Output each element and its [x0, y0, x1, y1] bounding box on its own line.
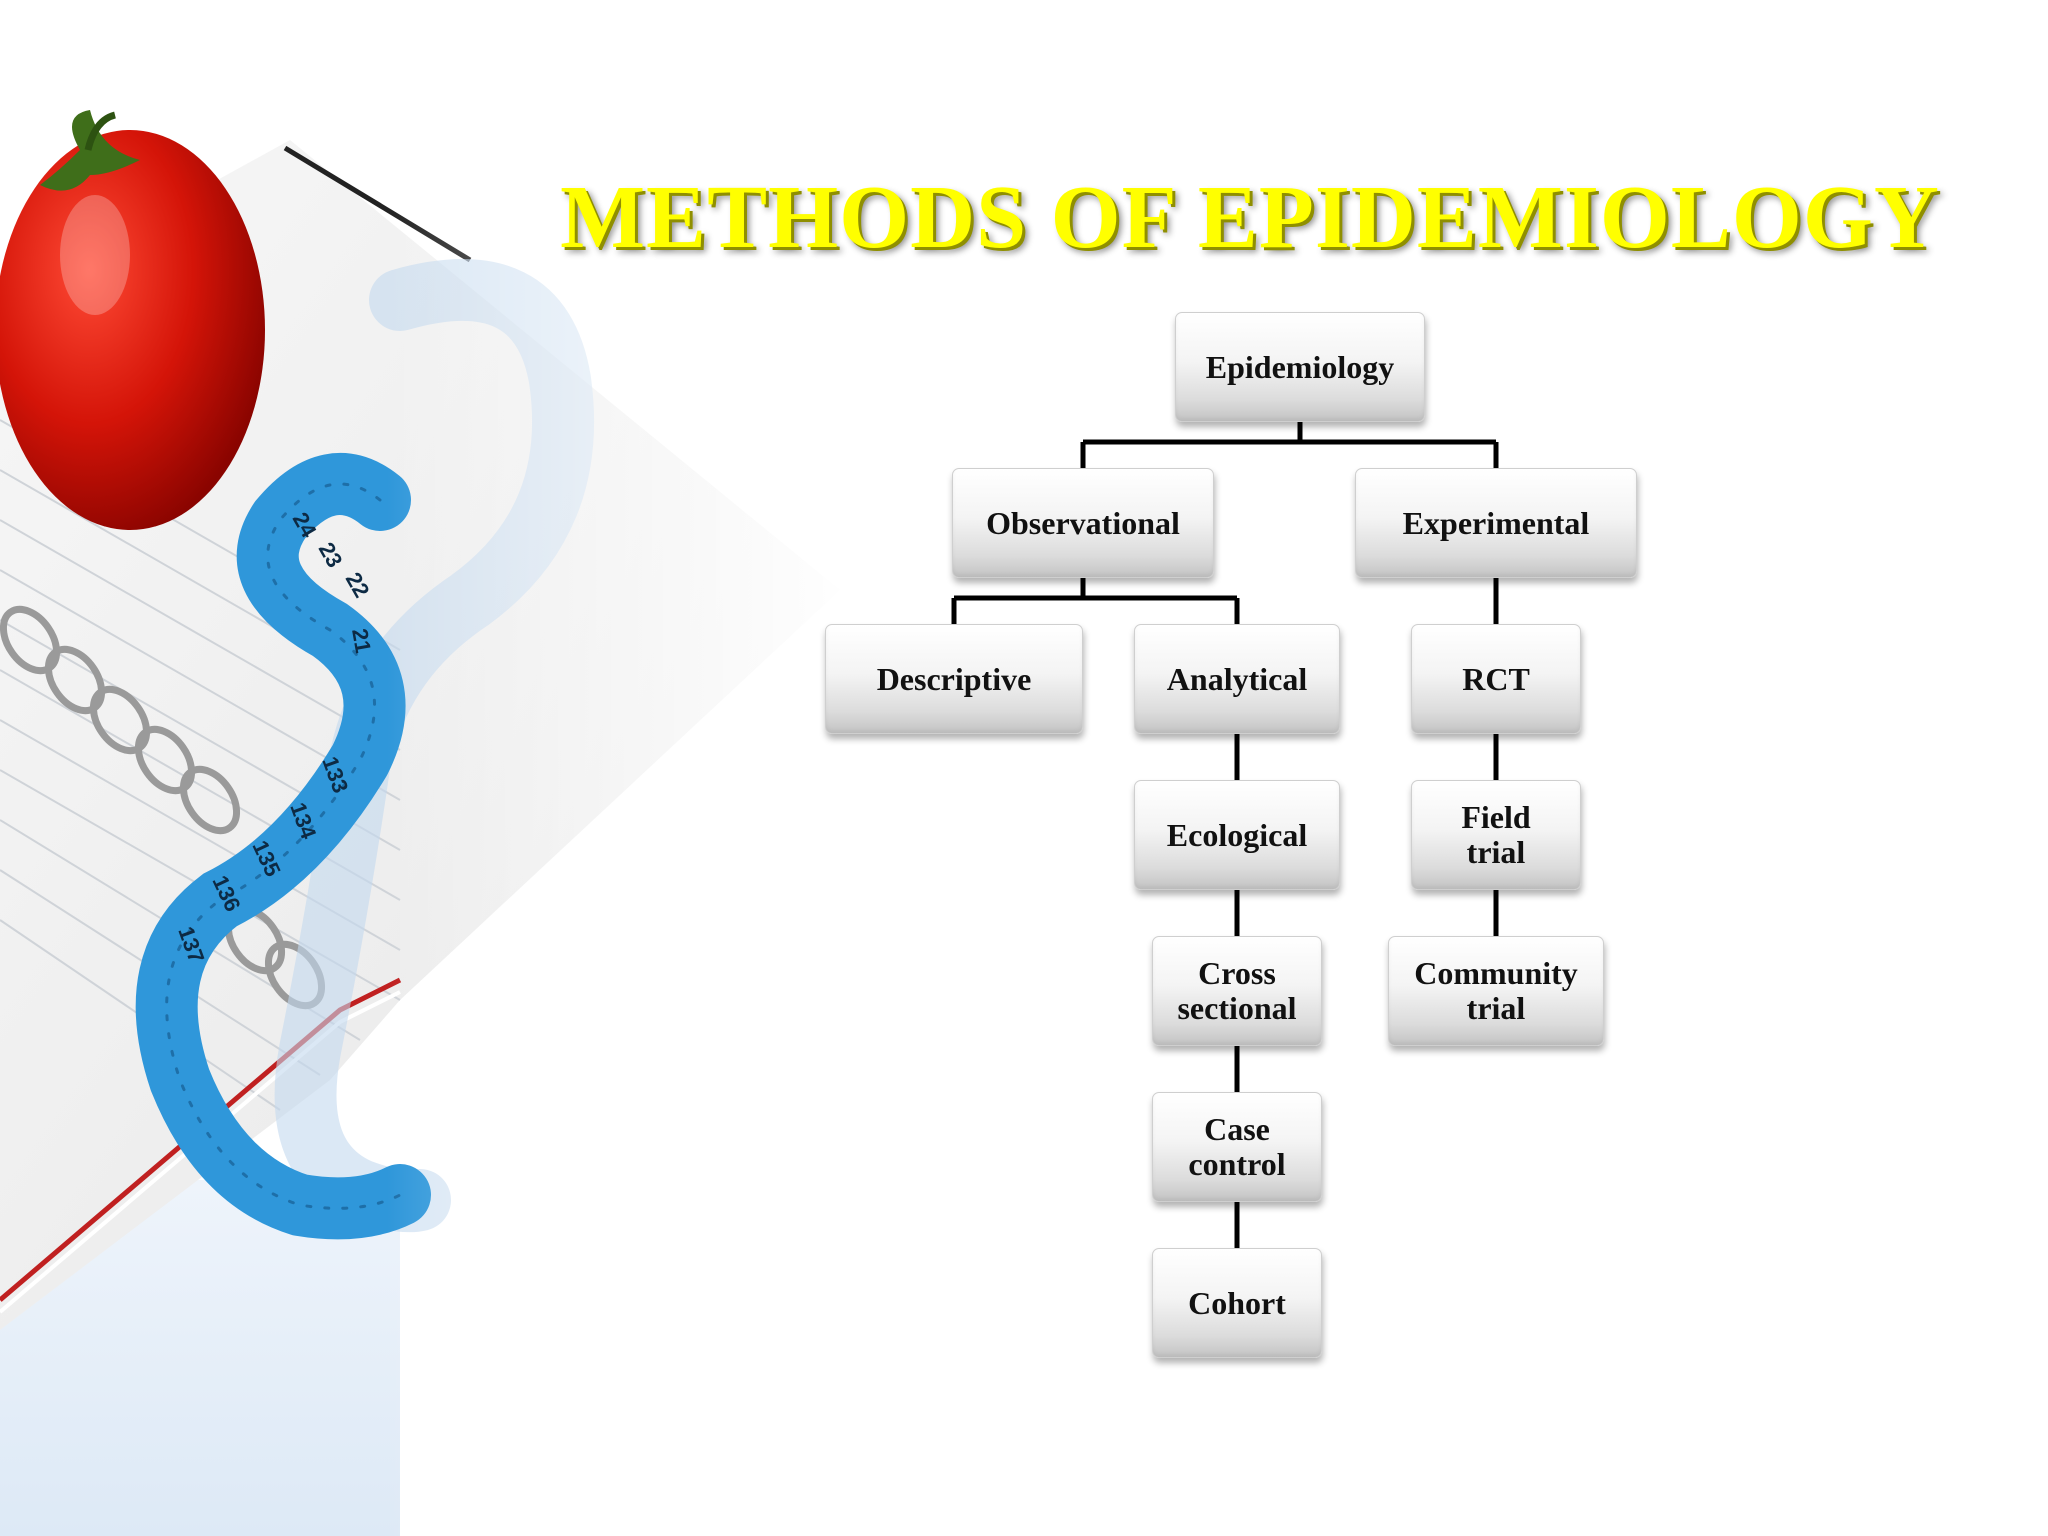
node-label: Analytical — [1166, 660, 1308, 697]
node-rct: RCT — [1411, 624, 1581, 734]
node-epidemiology: Epidemiology — [1175, 312, 1425, 422]
node-label: RCT — [1462, 660, 1530, 697]
node-label: Field trial — [1461, 799, 1531, 870]
decorative-photo: 24 23 22 21 133 134 135 136 137 — [0, 0, 860, 1536]
node-label: Epidemiology — [1205, 348, 1395, 385]
node-label: Ecological — [1166, 816, 1308, 853]
node-label: Cross sectional — [1177, 955, 1297, 1026]
node-experimental: Experimental — [1355, 468, 1637, 578]
node-label: Experimental — [1402, 504, 1590, 541]
node-case-control: Case control — [1152, 1092, 1322, 1202]
node-observational: Observational — [952, 468, 1214, 578]
node-label: Community trial — [1414, 955, 1578, 1026]
node-label: Descriptive — [876, 660, 1032, 697]
node-descriptive: Descriptive — [825, 624, 1083, 734]
node-label: Cohort — [1188, 1284, 1286, 1321]
slide-title: METHODS OF EPIDEMIOLOGY — [560, 168, 1940, 267]
node-ecological: Ecological — [1134, 780, 1340, 890]
node-field-trial: Field trial — [1411, 780, 1581, 890]
node-community-trial: Community trial — [1388, 936, 1604, 1046]
node-label: Observational — [986, 504, 1180, 541]
node-analytical: Analytical — [1134, 624, 1340, 734]
node-cohort: Cohort — [1152, 1248, 1322, 1358]
node-cross-sectional: Cross sectional — [1152, 936, 1322, 1046]
node-label: Case control — [1188, 1111, 1286, 1182]
